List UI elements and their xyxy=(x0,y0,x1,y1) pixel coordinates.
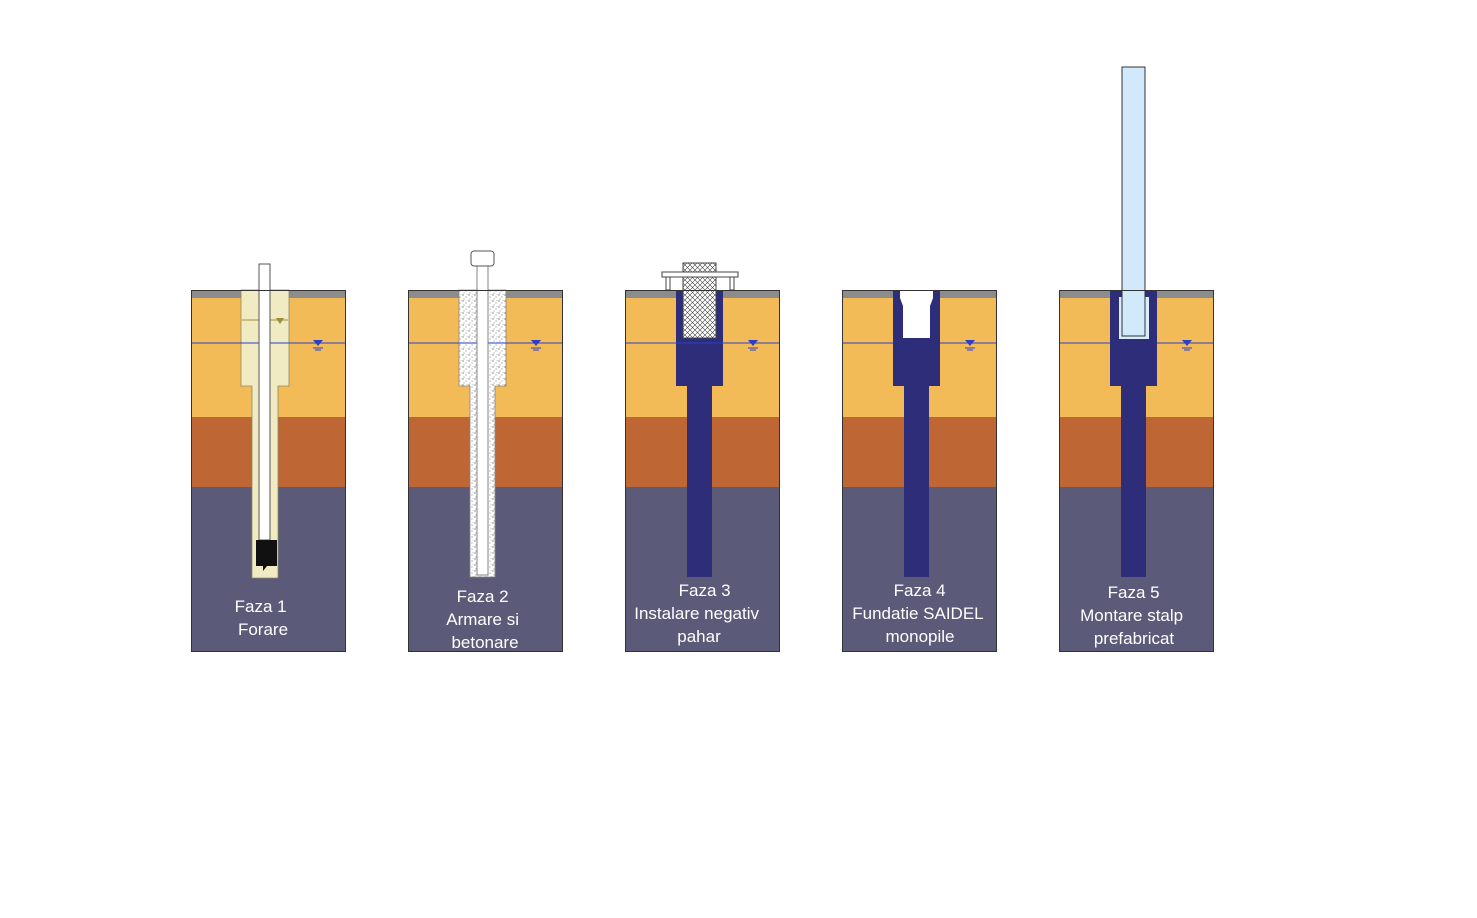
panel-outlines xyxy=(191,290,1214,652)
phase-1-panel: Faza 1 Forare xyxy=(191,263,345,651)
phase-4-label: Faza 4 Fundatie SAIDEL monopile xyxy=(852,581,987,646)
water-level-icon xyxy=(1182,340,1192,351)
slurry-level-marker xyxy=(276,318,284,324)
phase-1-outline xyxy=(191,290,346,652)
drill-bit xyxy=(256,540,277,571)
support-leg-right xyxy=(729,276,735,291)
drill-rod xyxy=(258,263,271,541)
phase-4-outline xyxy=(842,290,997,652)
phase-3-panel: Faza 3 Instalare negativ pahar xyxy=(625,262,779,651)
tremie-hopper xyxy=(470,250,495,267)
monopile-foundation xyxy=(893,290,940,577)
monopile-foundation xyxy=(1110,290,1157,577)
phase-4-panel: Faza 4 Fundatie SAIDEL monopile xyxy=(842,290,996,651)
precast-pole xyxy=(1121,66,1146,337)
phase-1-label: Faza 1 Forare xyxy=(235,597,292,639)
water-level-icon xyxy=(313,340,323,351)
water-level-icon xyxy=(531,340,541,351)
water-level-icon xyxy=(965,340,975,351)
foundation-pile xyxy=(676,290,723,577)
support-beam xyxy=(661,271,739,278)
phase-2-outline xyxy=(408,290,563,652)
phase-5-panel: Faza 5 Montare stalp prefabricat xyxy=(1059,66,1213,651)
tremie-pipe xyxy=(476,265,489,576)
support-leg-left xyxy=(665,276,671,291)
water-level-icon xyxy=(748,340,758,351)
phase-5-outline xyxy=(1059,290,1214,652)
socket-cavity xyxy=(900,290,933,338)
phase-5-label: Faza 5 Montare stalp prefabricat xyxy=(1080,583,1188,648)
phase-3-outline xyxy=(625,290,780,652)
phase-3-label: Faza 3 Instalare negativ pahar xyxy=(634,581,763,646)
phase-2-panel: Faza 2 Armare si betonare xyxy=(408,250,562,652)
phase-2-label: Faza 2 Armare si betonare xyxy=(446,587,523,652)
